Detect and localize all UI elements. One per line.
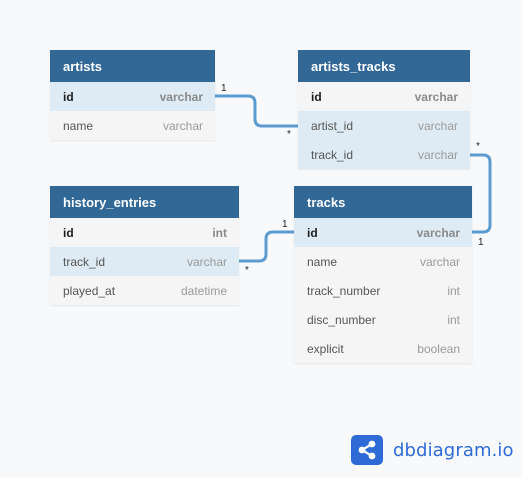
- table-header[interactable]: history_entries: [50, 186, 239, 218]
- cardinality-label: 1: [221, 83, 227, 94]
- field-row[interactable]: disc_number int: [294, 305, 472, 334]
- field-name: id: [63, 89, 74, 104]
- link-history_entries-tracks[interactable]: [239, 230, 294, 263]
- table-header[interactable]: artists_tracks: [298, 50, 470, 82]
- brand-text: dbdiagram.io: [393, 439, 514, 461]
- field-name: artist_id: [311, 118, 354, 133]
- brand-logo[interactable]: dbdiagram.io: [351, 435, 514, 465]
- table-tracks[interactable]: tracks id varchar name varchar track_num…: [294, 186, 472, 363]
- field-name: explicit: [307, 341, 344, 356]
- field-name: track_id: [311, 147, 354, 162]
- table-artists[interactable]: artists id varchar name varchar: [50, 50, 215, 140]
- field-name: played_at: [63, 283, 116, 298]
- field-row[interactable]: played_at datetime: [50, 276, 239, 305]
- field-name: id: [307, 225, 318, 240]
- field-row[interactable]: name varchar: [50, 111, 215, 140]
- field-row[interactable]: id varchar: [294, 218, 472, 247]
- cardinality-label: 1: [478, 237, 484, 248]
- table-header[interactable]: tracks: [294, 186, 472, 218]
- field-type: varchar: [186, 254, 227, 269]
- field-row[interactable]: track_number int: [294, 276, 472, 305]
- field-row[interactable]: track_id varchar: [298, 140, 470, 169]
- table-artists-tracks[interactable]: artists_tracks id varchar artist_id varc…: [298, 50, 470, 169]
- share-nodes-icon: [351, 435, 383, 465]
- cardinality-label: 1: [282, 219, 288, 230]
- field-type: varchar: [159, 89, 203, 104]
- cardinality-label: *: [287, 129, 291, 140]
- cardinality-label: *: [245, 265, 249, 276]
- field-row[interactable]: id varchar: [50, 82, 215, 111]
- field-name: id: [63, 225, 74, 240]
- field-type: varchar: [417, 118, 458, 133]
- table-header[interactable]: artists: [50, 50, 215, 82]
- table-history-entries[interactable]: history_entries id int track_id varchar …: [50, 186, 239, 305]
- field-row[interactable]: name varchar: [294, 247, 472, 276]
- link-artists_tracks-tracks[interactable]: [470, 153, 492, 234]
- field-name: track_id: [63, 254, 106, 269]
- field-name: disc_number: [307, 312, 376, 327]
- field-name: name: [307, 254, 338, 269]
- field-name: name: [63, 118, 94, 133]
- link-artists-artists_tracks[interactable]: [215, 94, 298, 128]
- field-type: varchar: [419, 254, 460, 269]
- cardinality-label: *: [476, 141, 480, 152]
- field-name: track_number: [307, 283, 381, 298]
- field-row[interactable]: id varchar: [298, 82, 470, 111]
- field-row[interactable]: explicit boolean: [294, 334, 472, 363]
- field-type: int: [212, 225, 227, 240]
- field-row[interactable]: id int: [50, 218, 239, 247]
- field-type: boolean: [417, 341, 460, 356]
- field-type: varchar: [417, 147, 458, 162]
- field-row[interactable]: track_id varchar: [50, 247, 239, 276]
- field-type: int: [447, 283, 460, 298]
- field-type: varchar: [416, 225, 460, 240]
- field-type: varchar: [162, 118, 203, 133]
- field-type: int: [447, 312, 460, 327]
- field-type: datetime: [180, 283, 227, 298]
- field-name: id: [311, 89, 322, 104]
- field-type: varchar: [414, 89, 458, 104]
- field-row[interactable]: artist_id varchar: [298, 111, 470, 140]
